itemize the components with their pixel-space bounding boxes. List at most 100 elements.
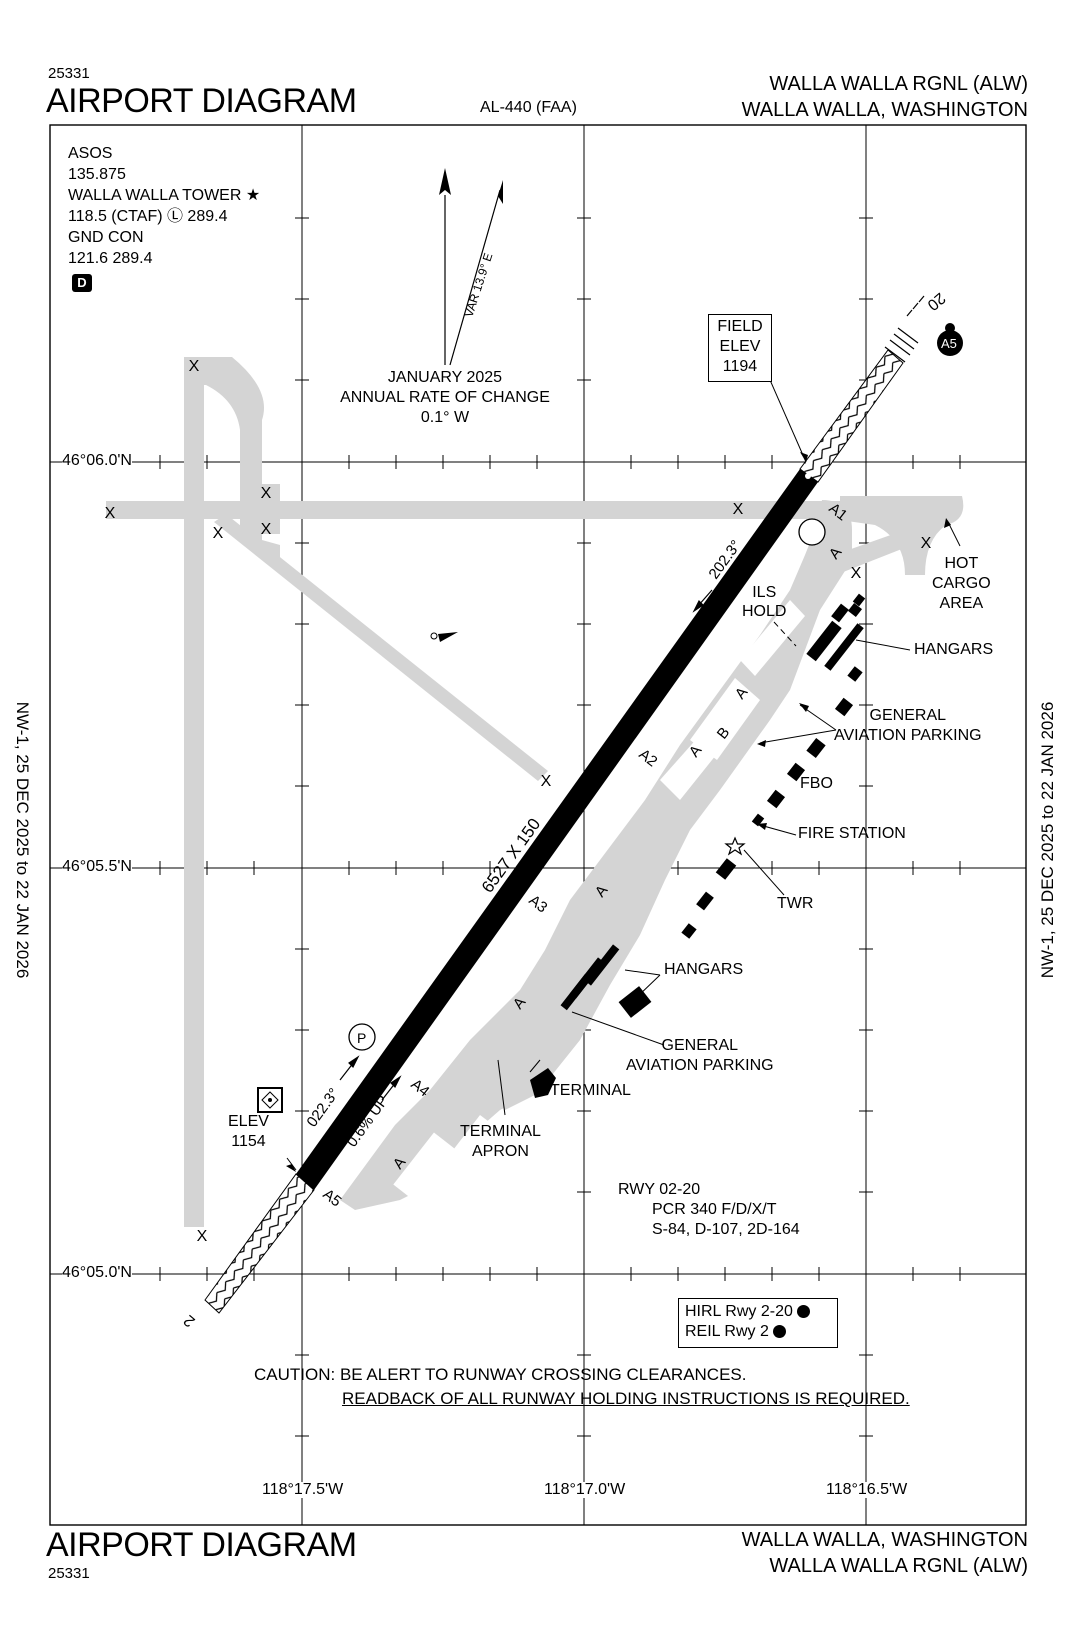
city-state: WALLA WALLA, WASHINGTON: [741, 99, 1028, 121]
hangars-sw-label: HANGARS: [664, 961, 744, 978]
comms-asos: ASOS: [68, 145, 113, 162]
ga-parking-ne-label: GENERAL AVIATION PARKING: [834, 706, 982, 746]
footer-title: AIRPORT DIAGRAM: [46, 1526, 357, 1564]
atis-badge: D: [72, 274, 92, 292]
magvar-rate-label: ANNUAL RATE OF CHANGE: [340, 389, 550, 406]
rwy-info-strength: S-84, D-107, 2D-164: [652, 1221, 800, 1238]
ga-sw-aviation-label: AVIATION PARKING: [626, 1057, 774, 1074]
caution-line2: READBACK OF ALL RUNWAY HOLDING INSTRUCTI…: [342, 1389, 910, 1408]
svg-text:X: X: [197, 1228, 208, 1245]
procedure-number: 25331: [48, 65, 90, 82]
footer-procedure-number: 25331: [48, 1565, 90, 1582]
twr-label: TWR: [777, 895, 814, 912]
rwy-info: RWY 02-20 PCR 340 F/D/X/T S-84, D-107, 2…: [618, 1180, 800, 1240]
lighting-reil: REIL Rwy 2: [685, 1322, 831, 1342]
page-title: AIRPORT DIAGRAM: [46, 82, 357, 120]
chart-id: AL-440 (FAA): [480, 99, 577, 116]
ga-aviation-label: AVIATION PARKING: [834, 727, 982, 744]
pcl-icon: [773, 1325, 787, 1339]
fbo-label: FBO: [800, 775, 833, 792]
elev-value: 1154: [231, 1133, 266, 1150]
runway-end-ne: 20: [924, 289, 949, 314]
field-elev-box: FIELD ELEV 1194: [708, 314, 772, 382]
field-elev-label1: FIELD: [717, 318, 763, 335]
diagram-frame: [49, 124, 1027, 1526]
svg-text:X: X: [261, 485, 272, 502]
taxiway-a3: A3: [526, 892, 551, 917]
comms-gnd-freq: 121.6 289.4: [68, 250, 153, 267]
magvar-date: JANUARY 2025: [387, 369, 503, 386]
rwy-sw-elev: ELEV 1154: [228, 1112, 269, 1152]
terminal-apron-label: TERMINAL APRON: [460, 1122, 541, 1162]
svg-text:X: X: [851, 565, 862, 582]
svg-text:X: X: [261, 521, 272, 538]
comms-block: ASOS 135.875 WALLA WALLA TOWER ★ 118.5 (…: [68, 143, 260, 269]
ga-sw-general-label: GENERAL: [661, 1037, 739, 1054]
comms-asos-freq: 135.875: [68, 166, 126, 183]
lat-label-3: 46°05.0'N: [62, 1264, 132, 1281]
hdg-arrows: [339, 589, 713, 1101]
runway: [204, 295, 925, 1314]
north-arrow-icon: [439, 168, 503, 366]
rwy-info-designator: RWY 02-20: [618, 1181, 701, 1198]
grid-ticks: [112, 217, 961, 1437]
comms-tower-freq: 118.5 (CTAF) Ⓛ 289.4: [68, 208, 228, 225]
obstacle-icon: [937, 323, 963, 356]
leader-lines: [286, 379, 961, 1171]
magvar-rate: 0.1° W: [420, 409, 470, 426]
hold-label: HOLD: [742, 603, 787, 620]
hot-cargo-label: HOT CARGO AREA: [932, 554, 991, 614]
footer-city-state: WALLA WALLA, WASHINGTON: [741, 1529, 1028, 1551]
apron-terminal-label: TERMINAL: [460, 1123, 541, 1140]
apron-label: APRON: [472, 1143, 529, 1160]
ils-hold-label: ILS HOLD: [742, 583, 786, 621]
terminal-label: TERMINAL: [550, 1082, 631, 1099]
ils-label: ILS: [752, 584, 777, 601]
svg-text:P: P: [357, 1030, 366, 1046]
lat-label-1: 46°06.0'N: [62, 452, 132, 469]
closed-pavement: [106, 357, 964, 1227]
taxiway-a2: A2: [636, 746, 661, 771]
apron-taxiway: [340, 500, 912, 1210]
lon-label-1: 118°17.5'W: [262, 1481, 344, 1498]
wind-indicator-icon: [257, 1087, 283, 1113]
lat-label-2: 46°05.5'N: [62, 858, 132, 875]
svg-text:X: X: [733, 501, 744, 518]
cargo-label: CARGO: [932, 575, 991, 592]
magvar-change: JANUARY 2025 ANNUAL RATE OF CHANGE 0.1° …: [330, 368, 560, 428]
lat-lon-grid: [50, 125, 1026, 1525]
lon-label-3: 118°16.5'W: [826, 1481, 908, 1498]
svg-text:X: X: [213, 525, 224, 542]
ga-parking-sw-label: GENERAL AVIATION PARKING: [626, 1036, 774, 1076]
rwy-info-pcr: PCR 340 F/D/X/T: [652, 1201, 777, 1218]
magvar-label: VAR 13.9° E: [462, 251, 496, 319]
svg-text:X: X: [105, 505, 116, 522]
windcone-icon: P: [348, 518, 826, 1051]
airport-name: WALLA WALLA RGNL (ALW): [769, 73, 1028, 95]
lighting-hirl: HIRL Rwy 2-20: [685, 1302, 831, 1322]
leader-arrowheads: [286, 452, 951, 1172]
buildings: [530, 593, 866, 1098]
tower-icon: [724, 836, 746, 856]
svg-text:X: X: [921, 535, 932, 552]
hot-label: HOT: [944, 555, 979, 572]
svg-text:X: X: [541, 773, 552, 790]
comms-gnd: GND CON: [68, 229, 144, 246]
field-elev-label2: ELEV: [719, 338, 761, 355]
comms-tower: WALLA WALLA TOWER ★: [68, 187, 261, 204]
hangars-ne-label: HANGARS: [914, 641, 994, 658]
beacon-icon: [430, 632, 458, 642]
taxiway-a5: A5: [320, 1186, 345, 1211]
lighting-box: HIRL Rwy 2-20 REIL Rwy 2: [678, 1298, 838, 1348]
field-elev-value: 1194: [722, 358, 758, 375]
elev-label: ELEV: [228, 1113, 269, 1130]
caution-line1: CAUTION: BE ALERT TO RUNWAY CROSSING CLE…: [254, 1365, 747, 1384]
fire-station-label: FIRE STATION: [798, 825, 906, 842]
area-label: AREA: [939, 595, 984, 612]
footer-airport-name: WALLA WALLA RGNL (ALW): [769, 1555, 1028, 1577]
lon-label-2: 118°17.0'W: [544, 1481, 626, 1498]
ga-general-label: GENERAL: [869, 707, 947, 724]
pcl-icon: [797, 1305, 811, 1319]
closed-markers: X X X X X X X X X X: [105, 358, 932, 1245]
